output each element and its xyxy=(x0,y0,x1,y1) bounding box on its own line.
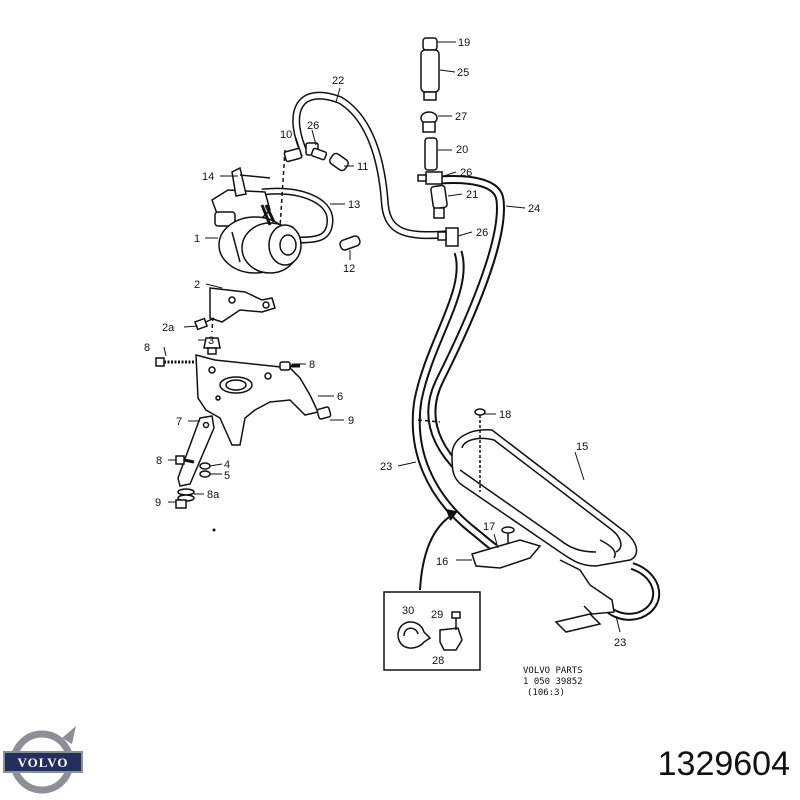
callout-26-b: 26 xyxy=(476,227,488,239)
callout-21: 21 xyxy=(466,189,478,201)
pipe-21 xyxy=(430,184,448,219)
callout-17: 17 xyxy=(483,521,495,533)
tee-26-upper xyxy=(417,171,443,185)
callout-14: 14 xyxy=(202,171,214,183)
callout-30: 30 xyxy=(402,605,414,617)
fasteners-4-5-8-9 xyxy=(175,455,211,509)
callout-8-c: 8 xyxy=(156,455,162,467)
callout-12: 12 xyxy=(343,263,355,275)
bracket-2 xyxy=(209,287,276,323)
callout-4: 4 xyxy=(224,459,230,471)
nut-9-right xyxy=(316,406,332,420)
callout-10: 10 xyxy=(280,129,292,141)
callout-3: 3 xyxy=(208,335,214,347)
callout-25: 25 xyxy=(457,67,469,79)
connector-10-26 xyxy=(283,142,328,163)
hose-clamp-30 xyxy=(397,621,432,649)
bolt-8-left xyxy=(155,357,198,367)
detail-inset: 30 29 28 xyxy=(383,591,481,671)
detail-arrow xyxy=(419,509,458,591)
parts-caption: VOLVO PARTS 1 050 39852 (106:3) xyxy=(523,666,583,698)
hose-13 xyxy=(261,187,334,244)
bracket-16 xyxy=(471,539,615,633)
callout-26-a: 26 xyxy=(460,167,472,179)
hose-22 xyxy=(292,91,451,240)
vacuum-tank-15 xyxy=(451,429,638,567)
hose-24 xyxy=(427,175,505,474)
dot-marker xyxy=(212,528,216,532)
hose-25 xyxy=(420,37,440,101)
connector-27 xyxy=(420,111,438,133)
strut-7 xyxy=(177,415,215,487)
logo-arrow-icon xyxy=(62,726,76,744)
callout-9-b: 9 xyxy=(155,497,161,509)
callout-8-b: 8 xyxy=(309,359,315,371)
tee-26-lower xyxy=(437,227,459,247)
hose-23-right xyxy=(601,562,661,621)
callout-6: 6 xyxy=(337,391,343,403)
callout-23-b: 23 xyxy=(614,637,626,649)
clip-29 xyxy=(439,611,463,651)
callout-23-a: 23 xyxy=(380,461,392,473)
callout-5: 5 xyxy=(224,470,230,482)
caption-line-1: VOLVO PARTS xyxy=(523,666,583,676)
plug-11 xyxy=(329,152,349,172)
callout-13: 13 xyxy=(348,199,360,211)
volvo-logo: VOLVO xyxy=(3,726,83,794)
logo-band xyxy=(3,751,83,773)
callout-2a: 2a xyxy=(162,322,175,334)
callout-7: 7 xyxy=(176,416,182,428)
callout-20: 20 xyxy=(456,144,468,156)
callout-8-a: 8 xyxy=(144,342,150,354)
plug-12 xyxy=(339,235,361,251)
bolt-2a xyxy=(193,317,215,331)
pipe-20 xyxy=(424,137,438,171)
callout-28: 28 xyxy=(432,655,444,667)
callout-29: 29 xyxy=(431,609,443,621)
callout-11: 11 xyxy=(357,161,368,173)
callout-9-a: 9 xyxy=(348,415,354,427)
vacuum-pump-1 xyxy=(211,166,302,274)
callout-8a: 8a xyxy=(207,489,220,501)
caption-line-3: (106:3) xyxy=(527,688,565,698)
caption-line-2: 1 050 39852 xyxy=(523,677,583,687)
callout-22: 22 xyxy=(332,75,344,87)
callout-1: 1 xyxy=(194,233,200,245)
callout-24: 24 xyxy=(528,203,540,215)
callout-27: 27 xyxy=(455,111,467,123)
hose-23-left xyxy=(411,250,498,552)
callout-26-c: 26 xyxy=(307,120,319,132)
callout-2: 2 xyxy=(194,279,200,291)
callout-18: 18 xyxy=(499,409,511,421)
bracket-6 xyxy=(195,354,320,446)
logo-wordmark: VOLVO xyxy=(18,755,69,770)
grommet-3 xyxy=(203,337,221,355)
bolt-18 xyxy=(474,408,486,492)
callout-19: 19 xyxy=(458,37,470,49)
callout-15: 15 xyxy=(576,441,588,453)
callout-16: 16 xyxy=(436,556,448,568)
leader-lines xyxy=(163,41,621,633)
part-number: 1329604 xyxy=(658,745,790,783)
bolt-8-right xyxy=(279,361,300,371)
